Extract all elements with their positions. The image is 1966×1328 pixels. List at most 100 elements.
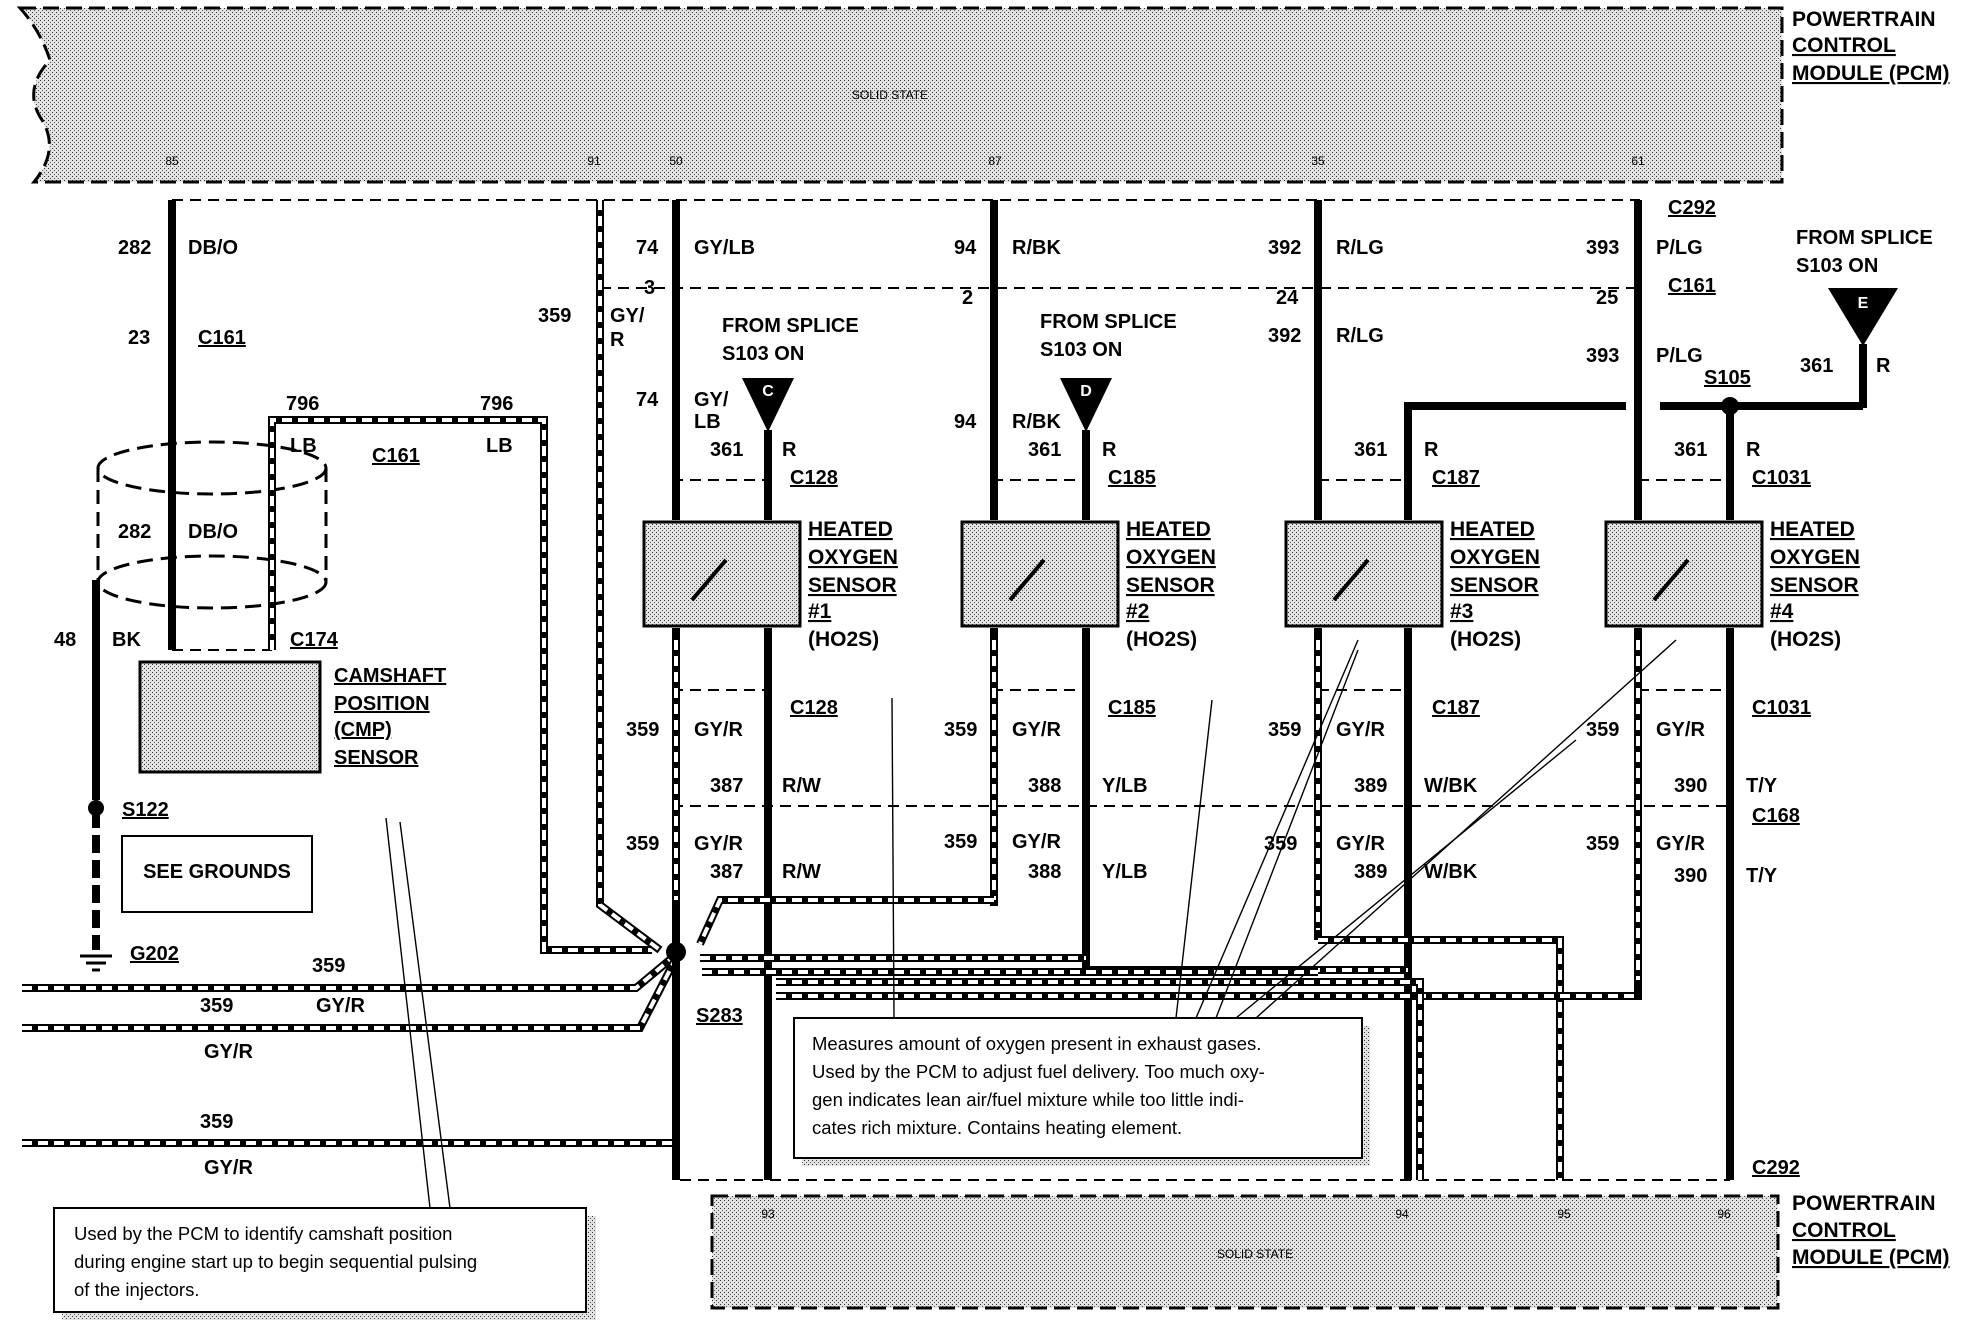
cmp-note: Used by the PCM to identify camshaft pos… <box>53 817 596 1320</box>
pcm-top-label-line3: MODULE (PCM) <box>1792 62 1949 85</box>
ho2s-note-line2: Used by the PCM to adjust fuel delivery.… <box>812 1061 1265 1082</box>
s1-splice-line1: FROM SPLICE <box>722 315 859 337</box>
cmp-wire-48: 48 <box>54 629 76 651</box>
s4-361: 361 <box>1674 439 1707 461</box>
cmp-color-dbo-top: DB/O <box>188 237 238 259</box>
s3-line5: (HO2S) <box>1450 628 1521 651</box>
s4-c292-top: C292 <box>1668 197 1716 219</box>
s2-line1: HEATED <box>1126 518 1211 541</box>
s4-ret-a: GY/R <box>1656 719 1705 741</box>
s2-c161-pin: 2 <box>962 287 973 309</box>
cmp-sensor-line2: POSITION <box>334 693 430 715</box>
pcm-top-center: SOLID STATE <box>852 88 928 102</box>
cmp-color-lb-right: LB <box>486 435 513 457</box>
s2-ht-color-b: Y/LB <box>1102 861 1148 883</box>
ho2s-note-line1: Measures amount of oxygen present in exh… <box>812 1033 1261 1054</box>
left-color-gyr-b: GY/R <box>316 995 365 1017</box>
s1-359-b: 359 <box>626 833 659 855</box>
pcm-top-pin-87: 87 <box>988 154 1002 168</box>
s2-sig-color-lower: R/BK <box>1012 411 1061 433</box>
ho2s-sensor-1: C <box>642 200 802 1180</box>
sensor-1-labels: 74 GY/LB 3 FROM SPLICE S103 ON 74 GY/ LB… <box>626 237 898 883</box>
s1-line1: HEATED <box>808 518 893 541</box>
s4-ht-color-a: T/Y <box>1746 775 1778 797</box>
s4-c1031-bottom: C1031 <box>1752 697 1811 719</box>
ho2s-sensor-3 <box>1284 200 1444 1180</box>
s3-line4: #3 <box>1450 600 1473 623</box>
pcm-bottom-label-line1: POWERTRAIN <box>1792 1192 1936 1215</box>
pcm-bottom-pin-95: 95 <box>1557 1207 1571 1221</box>
s3-line2: OXYGEN <box>1450 546 1540 569</box>
pcm-top-pin-50: 50 <box>669 154 683 168</box>
s3-line3: SENSOR <box>1450 574 1539 597</box>
s2-ret-b: GY/R <box>1012 831 1061 853</box>
s1-sig-num-2: 74 <box>636 389 659 411</box>
s1-sig-color: GY/LB <box>694 237 755 259</box>
wire-359-top-num: 359 <box>538 305 571 327</box>
s1-c128-bottom: C128 <box>790 697 838 719</box>
pcm-top-pin-35: 35 <box>1311 154 1325 168</box>
s3-ht-color-b: W/BK <box>1424 861 1478 883</box>
s3-ht-num-a: 389 <box>1354 775 1387 797</box>
s3-ret-a: GY/R <box>1336 719 1385 741</box>
s3-sig-num-2: 392 <box>1268 325 1301 347</box>
s122-label: S122 <box>122 799 169 821</box>
s105-label: S105 <box>1704 367 1751 389</box>
left-wire-359-a: 359 <box>312 955 345 977</box>
pcm-bottom-center: SOLID STATE <box>1217 1247 1293 1261</box>
s1-361: 361 <box>710 439 743 461</box>
cmp-c161-label: C161 <box>198 327 246 349</box>
cmp-wire-282-top: 282 <box>118 237 151 259</box>
s1-sig-num: 74 <box>636 237 659 259</box>
s3-359-a: 359 <box>1268 719 1301 741</box>
s2-line5: (HO2S) <box>1126 628 1197 651</box>
s2-ret-a: GY/R <box>1012 719 1061 741</box>
cmp-c161-shield: C161 <box>372 445 420 467</box>
s1-line2: OXYGEN <box>808 546 898 569</box>
pcm-top-pin-85: 85 <box>165 154 179 168</box>
s2-r: R <box>1102 439 1117 461</box>
s283-label: S283 <box>696 1005 743 1027</box>
s4-line3: SENSOR <box>1770 574 1859 597</box>
s1-sig-color-lower-1: GY/ <box>694 389 729 411</box>
cmp-c174: C174 <box>290 629 339 651</box>
pcm-top-label: POWERTRAIN CONTROL MODULE (PCM) <box>1792 8 1949 85</box>
s1-ret-b: GY/R <box>694 833 743 855</box>
pcm-bottom-pin-94: 94 <box>1395 1207 1409 1221</box>
s4-359-a: 359 <box>1586 719 1619 741</box>
pcm-top-pin-61: 61 <box>1631 154 1645 168</box>
s3-c187-bottom: C187 <box>1432 697 1480 719</box>
s3-ht-num-b: 389 <box>1354 861 1387 883</box>
splice-e-r: R <box>1876 355 1891 377</box>
s2-359-a: 359 <box>944 719 977 741</box>
s2-sig-num: 94 <box>954 237 977 259</box>
pcm-bottom-module: SOLID STATE 93 94 95 96 <box>710 1194 1780 1310</box>
cmp-note-line3: of the injectors. <box>74 1279 199 1300</box>
s2-line2: OXYGEN <box>1126 546 1216 569</box>
s3-sig-color: R/LG <box>1336 237 1384 259</box>
s4-359-b: 359 <box>1586 833 1619 855</box>
s3-c187-top: C187 <box>1432 467 1480 489</box>
s4-r: R <box>1746 439 1761 461</box>
wire-359-top-gy: GY/ <box>610 305 645 327</box>
s3-sig-color-lower: R/LG <box>1336 325 1384 347</box>
s1-sig-color-lower-2: LB <box>694 411 721 433</box>
s4-c1031-top: C1031 <box>1752 467 1811 489</box>
ho2s-note-line3: gen indicates lean air/fuel mixture whil… <box>812 1089 1244 1110</box>
cmp-sensor-box <box>138 660 322 774</box>
pcm-bottom-label-line3: MODULE (PCM) <box>1792 1246 1949 1269</box>
s2-359-b: 359 <box>944 831 977 853</box>
splice-e-line1: FROM SPLICE <box>1796 227 1933 249</box>
cmp-wire-796-left: 796 <box>286 393 319 415</box>
s1-ret-a: GY/R <box>694 719 743 741</box>
s1-c128-top: C128 <box>790 467 838 489</box>
splice-e-line2: S103 ON <box>1796 255 1878 277</box>
cmp-note-line2: during engine start up to begin sequenti… <box>74 1251 477 1272</box>
connector-lines <box>172 199 1730 1181</box>
g202-label: G202 <box>130 943 179 965</box>
pcm-top-label-line1: POWERTRAIN <box>1792 8 1936 31</box>
s3-sig-num: 392 <box>1268 237 1301 259</box>
cmp-sensor-line4: SENSOR <box>334 747 419 769</box>
cmp-color-bk: BK <box>112 629 141 651</box>
